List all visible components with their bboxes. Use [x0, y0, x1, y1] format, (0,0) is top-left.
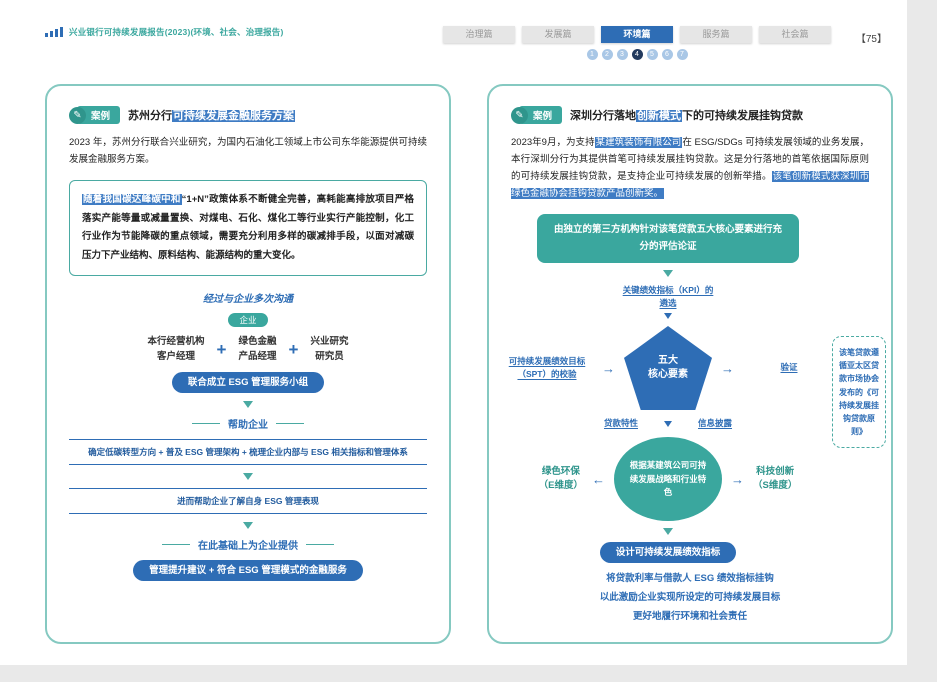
third-party-box: 由独立的第三方机构针对该笔贷款五大核心要素进行充分的评估论证: [537, 214, 799, 263]
case-badge-icon: ✎: [511, 106, 528, 124]
case-title: 深圳分行落地创新模式下的可持续发展挂钩贷款: [570, 107, 803, 123]
page-dot-4[interactable]: 4: [631, 49, 643, 60]
label-kpi: 关键绩效指标（KPI）的遴选: [622, 284, 714, 308]
arrow-right-icon: →: [602, 360, 615, 376]
plus-icon: +: [216, 340, 227, 359]
team-green-finance: 绿色金融产品经理: [238, 336, 277, 362]
section-tabs: 治理篇 发展篇 环境篇 服务篇 社会篇: [443, 26, 831, 43]
company-strategy-circle: 根据某建筑公司可持续发展战略和行业特色: [614, 437, 722, 522]
sll-loan-flow: 由独立的第三方机构针对该笔贷款五大核心要素进行充分的评估论证 关键绩效指标（KP…: [509, 214, 869, 626]
logo-bars-icon: [45, 27, 63, 37]
five-core-pentagon: 五大 核心要素: [624, 326, 712, 410]
page-number: 【75】: [855, 34, 887, 45]
arrow-right-icon: →: [721, 360, 734, 376]
arrow-down-icon: [243, 522, 253, 530]
header: 兴业银行可持续发展报告(2023)(环境、社会、治理报告) 治理篇 发展篇 环境…: [0, 0, 907, 60]
chapter-pagination: 1 2 3 4 5 6 7: [586, 49, 688, 60]
team-research: 兴业研究研究员: [310, 336, 349, 362]
intro-paragraph: 2023 年，苏州分行联合兴业研究，为国内石油化工领域上市公司东华能源提供可持续…: [69, 137, 427, 166]
case-title-plain: 苏州分行: [128, 110, 173, 122]
case-badge: 案例: [519, 106, 563, 124]
kpi-design-pill: 设计可持续发展绩效指标: [599, 542, 737, 564]
case-title: 苏州分行可持续发展金融服务方案: [128, 107, 296, 123]
label-spt: 可持续发展绩效目标（SPT）的校验: [508, 355, 586, 379]
arrow-down-icon: [243, 401, 253, 409]
intro-highlight: 某建筑装饰有限公司: [594, 137, 683, 148]
case-title-highlight: 可持续发展金融服务方案: [172, 110, 296, 122]
arrow-down-icon: [664, 313, 672, 319]
page-dot-3[interactable]: 3: [616, 49, 628, 60]
case-title-plain: 下的可持续发展挂钩贷款: [682, 110, 804, 122]
arrow-down-icon: [663, 528, 673, 536]
team-row: 本行经营机构客户经理 + 绿色金融产品经理 + 兴业研究研究员: [148, 335, 349, 364]
arrow-down-icon: [663, 269, 673, 277]
brand: 兴业银行可持续发展报告(2023)(环境、社会、治理报告): [45, 26, 443, 38]
page-dot-1[interactable]: 1: [586, 49, 598, 60]
page-dot-5[interactable]: 5: [646, 49, 658, 60]
flow-row-2: 进而帮助企业了解自身 ESG 管理表现: [69, 488, 427, 515]
tab-environment[interactable]: 环境篇: [601, 26, 673, 43]
outro-text: 将贷款利率与借款人 ESG 绩效指标挂钩 以此激励企业实现所设定的可持续发展目标…: [599, 573, 781, 622]
enterprise-badge: 企业: [228, 313, 268, 328]
intro-paragraph: 2023年9月，为支持某建筑装饰有限公司在 ESG/SDGs 可持续发展领域的业…: [511, 137, 869, 200]
tab-service[interactable]: 服务篇: [680, 26, 752, 43]
arrow-left-icon: ←: [592, 471, 605, 487]
arrow-down-icon: [664, 420, 672, 427]
label-disclosure: 信息披露: [698, 418, 733, 428]
case-header: ✎ 案例 深圳分行落地创新模式下的可持续发展挂钩贷款: [511, 106, 869, 124]
section-nav: 治理篇 发展篇 环境篇 服务篇 社会篇 1 2 3 4 5 6 7: [443, 26, 831, 60]
case-header: ✎ 案例 苏州分行可持续发展金融服务方案: [69, 106, 427, 124]
case-badge-icon: ✎: [69, 106, 86, 124]
tab-society[interactable]: 社会篇: [759, 26, 831, 43]
arrow-right-icon: →: [731, 471, 744, 487]
dimension-row: 绿色环保（E维度） ← 根据某建筑公司可持续发展战略和行业特色 → 科技创新（S…: [538, 437, 798, 522]
tab-development[interactable]: 发展篇: [522, 26, 594, 43]
main-content: ✎ 案例 苏州分行可持续发展金融服务方案 2023 年，苏州分行联合兴业研究，为…: [0, 60, 907, 644]
page-dot-2[interactable]: 2: [601, 49, 613, 60]
quote-highlight: 随着我国碳达峰碳中和: [82, 194, 182, 206]
team-branch: 本行经营机构客户经理: [147, 336, 205, 362]
case-panel-suzhou: ✎ 案例 苏州分行可持续发展金融服务方案 2023 年，苏州分行联合兴业研究，为…: [45, 84, 451, 644]
report-page: 兴业银行可持续发展报告(2023)(环境、社会、治理报告) 治理篇 发展篇 环境…: [0, 0, 907, 665]
final-service-pill: 管理提升建议 + 符合 ESG 管理模式的金融服务: [133, 560, 363, 582]
arrow-down-icon: [243, 473, 253, 481]
pentagon-row: 可持续发展绩效目标（SPT）的校验 → 五大 核心要素 → 验证: [501, 326, 835, 410]
esg-group-pill: 联合成立 ESG 管理服务小组: [171, 371, 325, 394]
report-title: 兴业银行可持续发展报告(2023)(环境、社会、治理报告): [69, 27, 284, 37]
policy-quote-box: 随着我国碳达峰碳中和“1+N”政策体系不断健全完善，高耗能高排放项目严格落实产能…: [69, 180, 427, 277]
flow-lead-text: 经过与企业多次沟通: [203, 294, 293, 306]
dimension-s: 科技创新（S维度）: [753, 465, 798, 492]
esg-service-flow: 经过与企业多次沟通 企业 本行经营机构客户经理 + 绿色金融产品经理 + 兴业研…: [69, 290, 427, 582]
dimension-e: 绿色环保（E维度）: [538, 465, 583, 492]
quote-text: “1+N”政策体系不断健全完善，高耗能高排放项目严格落实产能等量或减量置换、对煤…: [82, 194, 414, 261]
step-help-enterprise: 帮助企业: [192, 416, 304, 431]
case-title-plain: 深圳分行落地: [570, 110, 637, 122]
plus-icon: +: [288, 340, 299, 359]
label-verify: 验证: [780, 362, 798, 373]
tab-governance[interactable]: 治理篇: [443, 26, 515, 43]
step-provide: 在此基础上为企业提供: [162, 537, 334, 552]
pentagon-bottom-row: 贷款特性 信息披露: [604, 417, 732, 430]
page-dot-7[interactable]: 7: [676, 49, 688, 60]
case-panel-shenzhen: ✎ 案例 深圳分行落地创新模式下的可持续发展挂钩贷款 2023年9月，为支持某建…: [487, 84, 893, 644]
flow-row-1: 确定低碳转型方向 + 普及 ESG 管理架构 + 梳理企业内部与 ESG 相关指…: [69, 439, 427, 466]
case-badge: 案例: [77, 106, 121, 124]
page-dot-6[interactable]: 6: [661, 49, 673, 60]
kpi-label-block: 关键绩效指标（KPI）的遴选: [622, 284, 714, 319]
apla-principles-note: 该笔贷款遵循亚太区贷款市场协会发布的《可持续发展挂钩贷款原则》: [832, 336, 886, 449]
case-title-highlight: 创新模式: [636, 110, 683, 122]
label-loan-traits: 贷款特性: [603, 418, 638, 428]
